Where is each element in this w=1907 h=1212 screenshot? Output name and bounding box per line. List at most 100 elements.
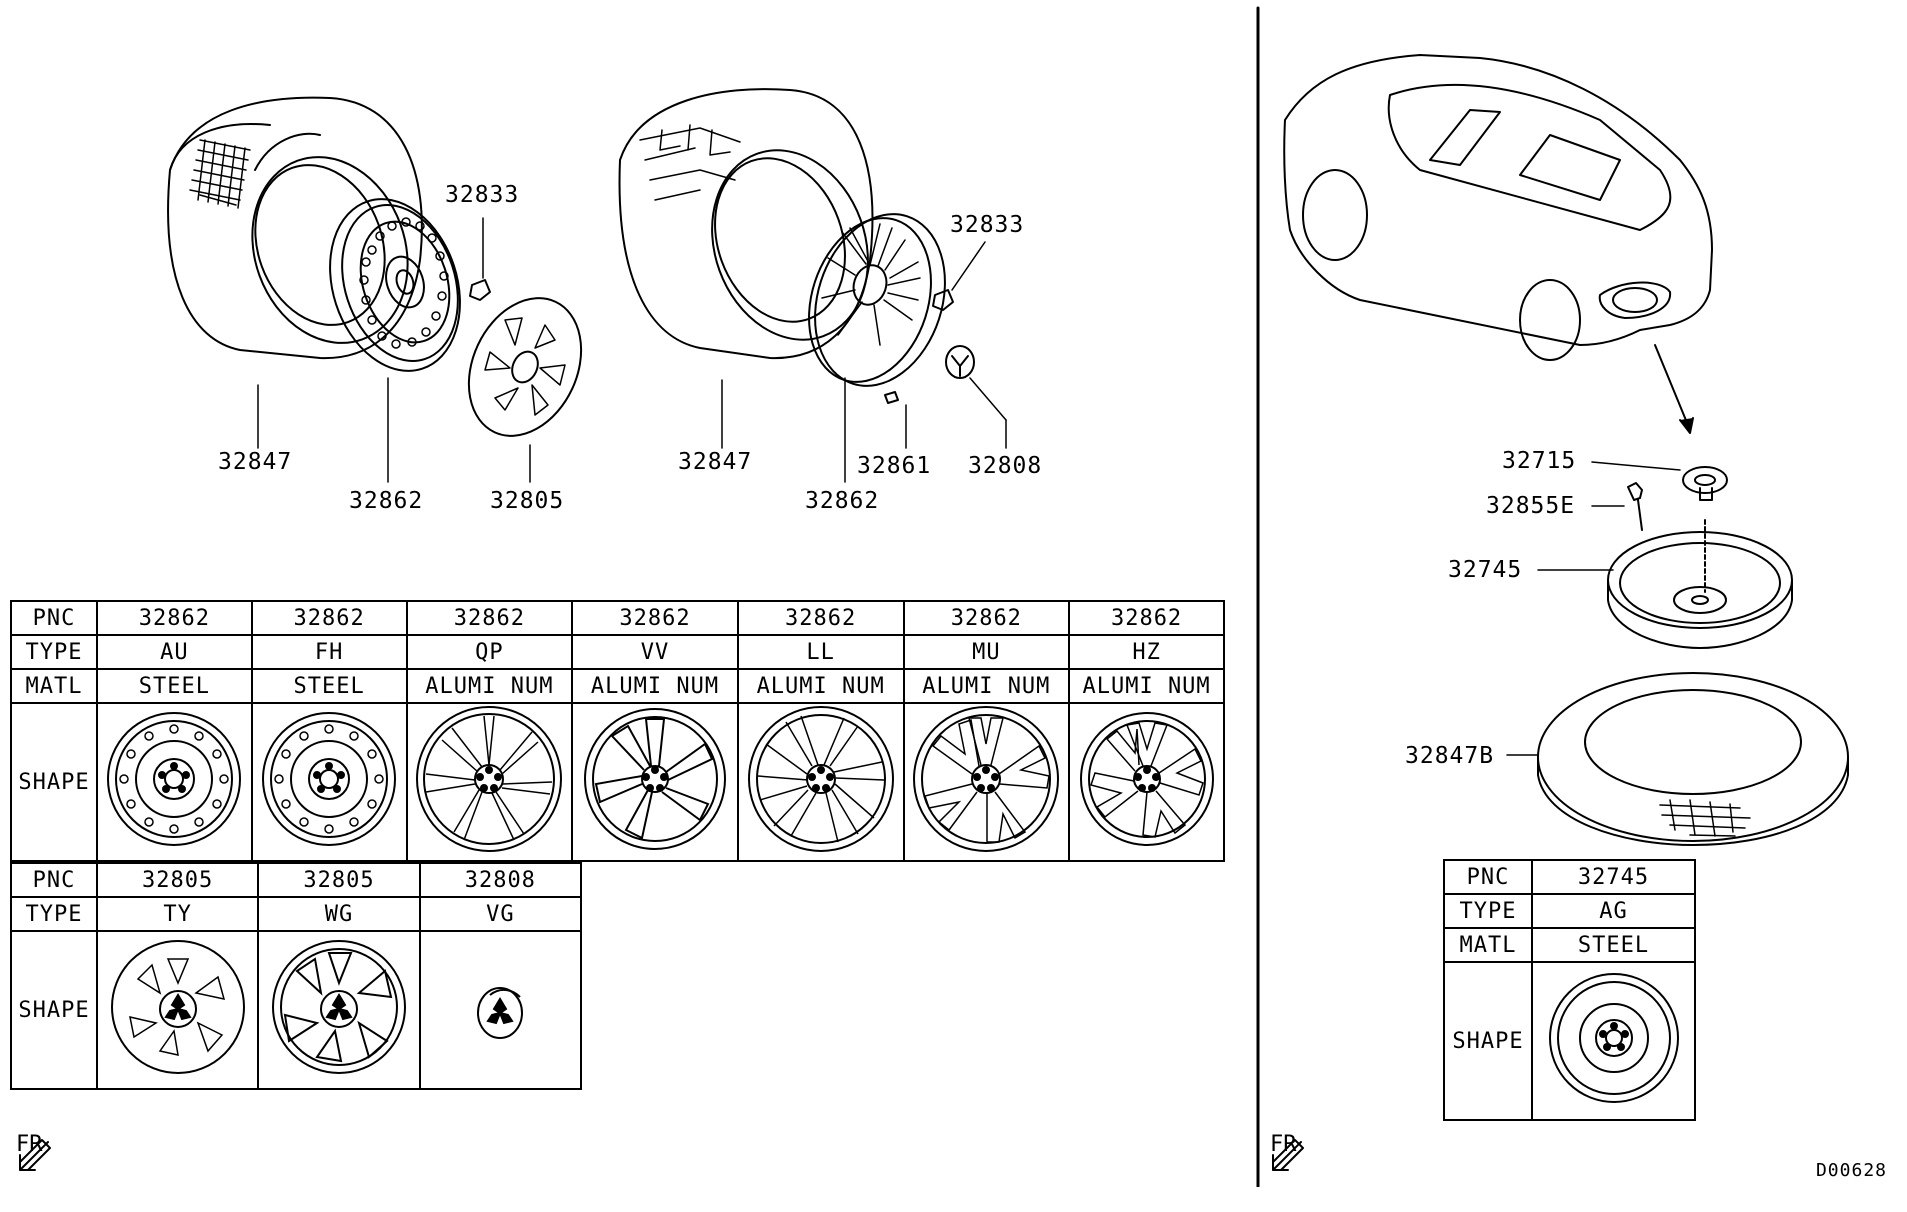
table-cell: 32862 [1068, 600, 1225, 636]
table-cell: 32862 [571, 600, 739, 636]
pnc-header: PNC [1443, 859, 1533, 895]
fr-arrow-right-icon [1272, 1139, 1304, 1171]
fr-marker-left: FR [16, 1132, 76, 1212]
shape-header: SHAPE [10, 930, 98, 1090]
spare-table: PNC 32745 TYPE AG MATL STEEL SHAPE [1443, 859, 1696, 1121]
table-cell: ALUMI NUM [405, 668, 574, 704]
table-cell: ALUMI NUM [1068, 668, 1225, 704]
table-cell: 32862 [96, 600, 253, 636]
table-cell: ALUMI NUM [736, 668, 905, 704]
callout-tire-mid: 32847 [678, 449, 753, 475]
callout-wheel-cover: 32805 [490, 488, 565, 514]
table-cell: 32862 [250, 600, 408, 636]
lug-nut-mid-illustration [932, 289, 954, 311]
callout-center-cap: 32808 [968, 453, 1043, 479]
callout-spare-plug: 32715 [1502, 448, 1577, 474]
alloy-wheel-icon [913, 706, 1060, 852]
table-cell: 32745 [1531, 859, 1696, 895]
table-cell: VV [571, 634, 739, 670]
alloy-wheel-illustration [808, 213, 946, 404]
pnc-header: PNC [10, 600, 98, 636]
shape-cell [405, 702, 574, 862]
callout-spare-tire: 32847B [1405, 743, 1495, 769]
shape-cell [902, 702, 1071, 862]
callout-tire-left: 32847 [218, 449, 293, 475]
table-cell: AG [1531, 893, 1696, 929]
table-cell: STEEL [250, 668, 408, 704]
fr-arrow-left-icon [19, 1139, 51, 1171]
spare-wheel-icon [1548, 973, 1679, 1103]
shape-cell [257, 930, 421, 1090]
shape-header: SHAPE [1443, 961, 1533, 1121]
table-cell: QP [405, 634, 574, 670]
callout-alloy-wheel: 32862 [805, 488, 880, 514]
car-illustration [1283, 54, 1713, 361]
steel-wheel-illustration [329, 198, 461, 372]
table-cell: VG [418, 896, 583, 932]
table-cell: 32862 [902, 600, 1071, 636]
table-cell: 32862 [405, 600, 574, 636]
leader-lines-mid [721, 241, 1007, 483]
table-cell: ALUMI NUM [902, 668, 1071, 704]
alloy-wheel-icon [747, 706, 894, 852]
parts-illustration [19, 6, 1849, 1187]
table-cell: 32805 [95, 862, 260, 898]
table-cell: MU [902, 634, 1071, 670]
table-cell: LL [736, 634, 905, 670]
wheel-cover-illustration [467, 297, 583, 437]
shape-cell [736, 702, 905, 862]
callout-spare-wheel: 32745 [1448, 557, 1523, 583]
spare-tire-illustration [1537, 672, 1849, 846]
wheels-table: PNC 32862 32862 32862 32862 32862 32862 … [10, 600, 1225, 862]
alloy-wheel-icon [584, 708, 727, 850]
steel-wheel-icon [107, 712, 242, 846]
callout-nut-left: 32833 [445, 182, 520, 208]
table-cell: 32805 [257, 862, 421, 898]
alloy-wheel-icon [416, 706, 563, 852]
matl-header: MATL [10, 668, 98, 704]
table-cell: AU [96, 634, 253, 670]
pnc-header: PNC [10, 862, 98, 898]
leader-lines-left [257, 217, 531, 483]
tire-mid-illustration [618, 88, 874, 360]
table-cell: HZ [1068, 634, 1225, 670]
wheel-cover-icon [110, 940, 245, 1074]
table-cell: TY [95, 896, 260, 932]
spare-wheel-illustration [1607, 519, 1793, 649]
shape-header: SHAPE [10, 702, 98, 862]
callout-balance-weight: 32861 [857, 453, 932, 479]
type-header: TYPE [1443, 893, 1533, 929]
table-cell: STEEL [96, 668, 253, 704]
tire-left-illustration [167, 96, 423, 360]
covers-table: PNC 32805 32805 32808 TYPE TY WG VG SHAP… [10, 862, 583, 1090]
table-cell: FH [250, 634, 408, 670]
leader-lines-right [1506, 461, 1681, 756]
spare-plug-illustration [1682, 466, 1728, 501]
callout-spare-bolt: 32855E [1486, 493, 1576, 519]
shape-cell [571, 702, 739, 862]
fr-label: FR [16, 1132, 43, 1157]
table-cell: 32808 [418, 862, 583, 898]
center-cap-icon [477, 987, 524, 1039]
fr-label: FR [1270, 1132, 1297, 1157]
fr-marker-right: FR [1270, 1132, 1330, 1212]
shape-cell [1068, 702, 1225, 862]
type-header: TYPE [10, 634, 98, 670]
shape-cell [1531, 961, 1696, 1121]
matl-header: MATL [1443, 927, 1533, 963]
spare-bolt-illustration [1627, 482, 1643, 531]
lug-nut-left-illustration [469, 279, 491, 301]
shape-cell [250, 702, 408, 862]
shape-cell [96, 702, 253, 862]
center-cap-illustration [945, 345, 975, 379]
table-cell: WG [257, 896, 421, 932]
callout-steel-wheel: 32862 [349, 488, 424, 514]
shape-cell [418, 930, 583, 1090]
table-cell: ALUMI NUM [571, 668, 739, 704]
shape-cell [95, 930, 260, 1090]
alloy-wheel-icon [1079, 712, 1214, 846]
spare-location-arrow [1654, 344, 1694, 434]
wheel-cover-icon [271, 940, 406, 1074]
table-cell: STEEL [1531, 927, 1696, 963]
table-cell: 32862 [736, 600, 905, 636]
